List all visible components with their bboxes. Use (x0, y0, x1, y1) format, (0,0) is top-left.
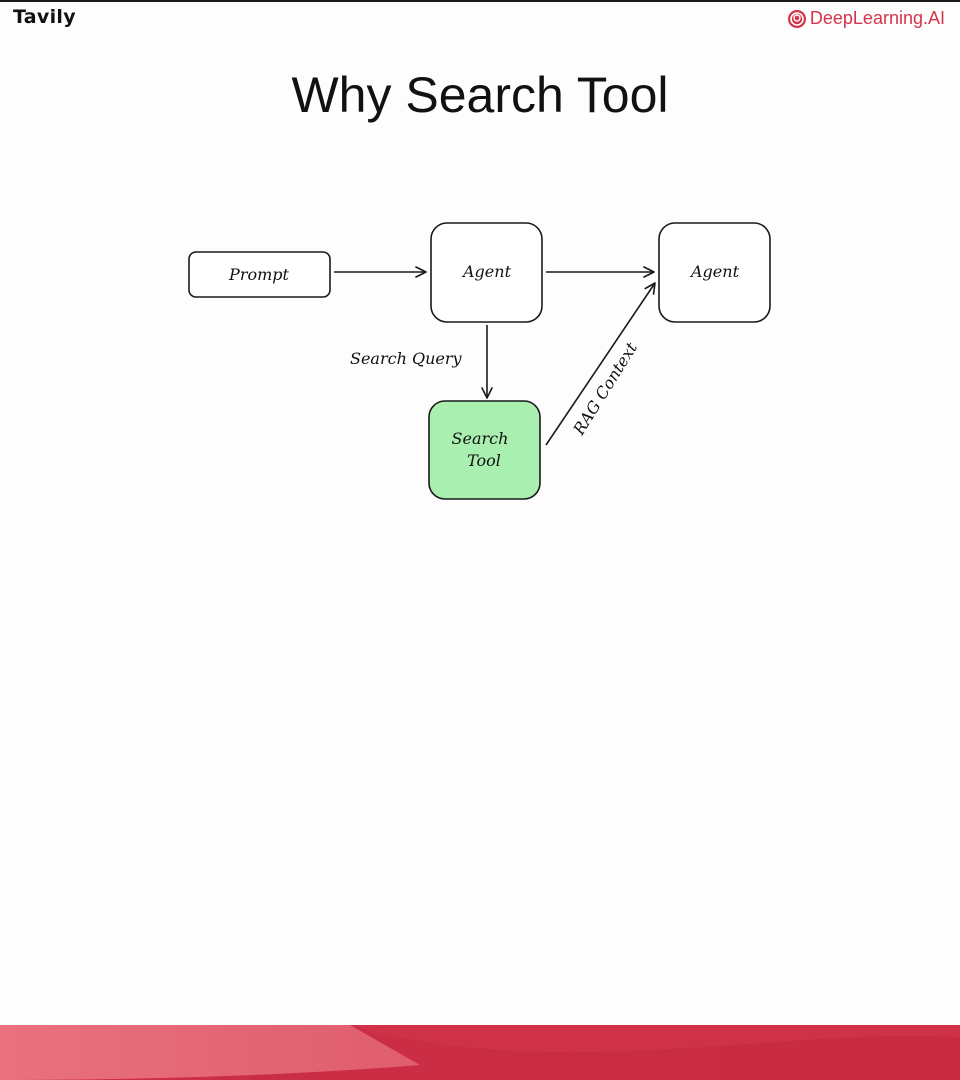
deeplearning-logo-text: DeepLearning.AI (809, 8, 945, 28)
deeplearning-logo: DeepLearning.AI (787, 8, 945, 29)
prompt-node-label: Prompt (228, 265, 289, 284)
prompt-node: Prompt (188, 251, 331, 298)
edge-search-tool-to-agent (545, 282, 656, 446)
agent-node-1-label: Agent (461, 262, 512, 281)
tavily-logo: Tavily (13, 6, 76, 28)
rag-context-label: RAG Context (569, 339, 642, 439)
footer-wave-band (0, 1025, 960, 1080)
diagram: Prompt Agent Agent Search Tool Search Qu… (188, 222, 771, 500)
search-query-label: Search Query (350, 349, 463, 368)
top-border (0, 0, 960, 2)
deeplearning-logo-icon (787, 9, 806, 28)
agent-node-1: Agent (430, 222, 543, 323)
search-tool-node-label-line1: Search (452, 429, 509, 448)
agent-node-2-label: Agent (689, 262, 740, 281)
agent-node-2: Agent (658, 222, 771, 323)
slide-title: Why Search Tool (291, 67, 669, 123)
search-tool-node-label-line2: Tool (467, 451, 501, 470)
search-tool-node: Search Tool (428, 400, 541, 500)
